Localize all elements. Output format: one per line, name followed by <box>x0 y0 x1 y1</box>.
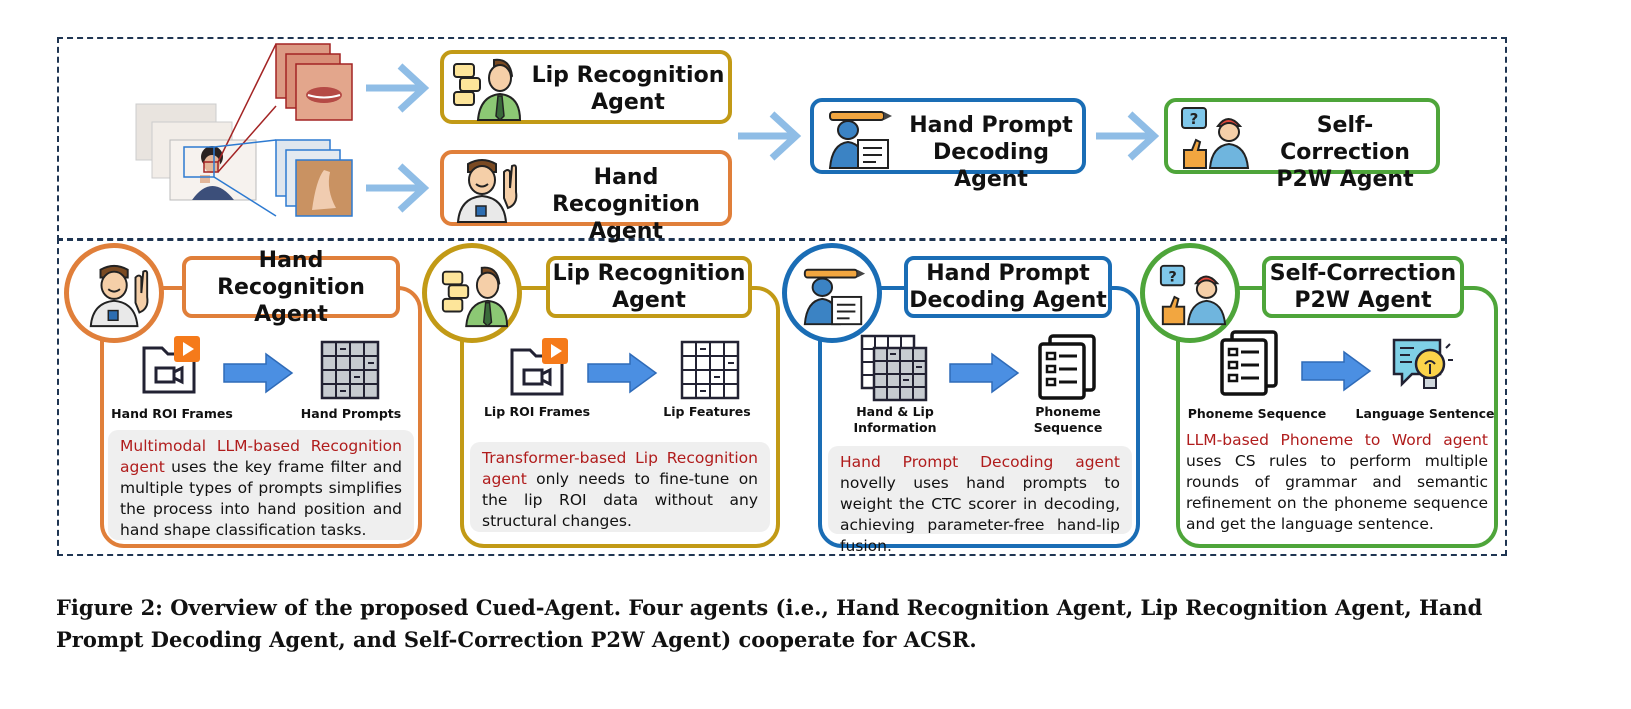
panel-p2w-title-line1: Self-Correction <box>1269 261 1457 286</box>
p2w-agent-avatar-icon: ? <box>1159 264 1227 326</box>
lip-agent-person-icon <box>453 58 522 122</box>
top-decoding-agent-title-line1: Hand Prompt <box>909 113 1073 138</box>
p2w-description: LLM-based Phoneme to Word agent uses CS … <box>1180 428 1494 536</box>
hand-desc-highlight: Multimodal LLM-based Recognition agent <box>120 437 402 476</box>
top-decoding-agent-box: Hand Prompt Decoding Agent <box>810 98 1086 192</box>
p2w-agent-person-icon: ? <box>1181 107 1250 169</box>
phoneme-sequence-doc-icon <box>1038 334 1096 400</box>
top-lip-agent-title-line2: Agent <box>591 90 665 115</box>
panel-hand-title-line2: Recognition Agent <box>217 274 365 327</box>
lip-desc-highlight: Transformer-based Lip Recognition agent <box>482 449 758 488</box>
top-lip-agent-box: Lip Recognition Agent <box>440 50 732 124</box>
top-hand-agent-box: Hand Recognition Agent <box>440 150 732 244</box>
decoding-agent-avatar-icon <box>803 268 866 326</box>
p2w-panel-arrow <box>1301 350 1372 392</box>
language-sentence-lightbulb-icon <box>1392 338 1453 389</box>
lip-panel-arrow <box>587 352 658 394</box>
panel-decoding-title-line2: Decoding Agent <box>909 288 1107 313</box>
video-folder-icon <box>142 336 200 394</box>
arrow-to-p2w-agent <box>1096 111 1160 161</box>
hand-prompt-decoding-description: Hand Prompt Decoding agent novelly uses … <box>828 446 1132 555</box>
hand-desc-text: uses the key frame filter and multiple t… <box>120 458 402 539</box>
hand-recognition-description: Multimodal LLM-based Recognition agent u… <box>108 430 414 540</box>
language-sentence-label: Language Sentence <box>1355 406 1495 421</box>
panel-lip-title-line2: Agent <box>612 288 686 313</box>
lip-desc-text: only needs to fine-tune on the lip ROI d… <box>482 470 758 530</box>
top-hand-agent-title-line1: Hand <box>593 165 659 190</box>
arrow-to-decoding-agent <box>738 111 802 161</box>
video-frames-illustration <box>135 43 353 217</box>
top-hand-agent-title-line2: Recognition Agent <box>552 192 700 244</box>
lip-features-label: Lip Features <box>663 404 751 419</box>
hand-lip-info-line1: Hand & Lip <box>856 404 934 419</box>
figure-caption: Figure 2: Overview of the proposed Cued-… <box>56 595 1483 652</box>
lip-video-folder-icon <box>510 338 568 396</box>
p2w-desc-highlight: LLM-based Phoneme to Word agent <box>1186 431 1488 449</box>
hand-prompts-label: Hand Prompts <box>300 406 402 421</box>
top-decoding-agent-title-line2: Decoding Agent <box>932 140 1050 192</box>
hand-lip-grids-icon <box>860 334 928 402</box>
top-lip-agent-title-line1: Lip Recognition <box>531 63 725 88</box>
lip-agent-avatar-icon <box>441 266 509 328</box>
top-p2w-agent-title-line2: P2W Agent <box>1276 167 1414 192</box>
phoneme-seq-line2: Sequence <box>1033 420 1103 435</box>
hand-lip-info-line2: Information <box>853 420 937 435</box>
panel-decoding-title: Hand Prompt Decoding Agent <box>904 256 1112 318</box>
panel-hand-title-line1: Hand <box>258 247 324 273</box>
phoneme-sequence-input-label: Phoneme Sequence <box>1187 406 1327 421</box>
decoding-desc-highlight: Hand Prompt Decoding agent <box>840 453 1120 471</box>
panel-p2w-title-line2: P2W Agent <box>1294 288 1432 313</box>
top-p2w-agent-title-line1: Self-Correction <box>1280 113 1410 165</box>
p2w-desc-text: uses CS rules to perform multiple rounds… <box>1186 452 1488 533</box>
decoding-agent-person-icon <box>828 111 892 169</box>
arrow-to-hand-agent <box>366 163 430 213</box>
decoding-panel-arrow <box>949 352 1020 394</box>
hand-panel-arrow <box>223 352 294 394</box>
panel-hand-recognition-avatar <box>64 243 164 343</box>
panel-lip-title-line1: Lip Recognition <box>552 261 746 286</box>
top-p2w-agent-box: ? Self-Correction P2W Agent <box>1164 98 1440 192</box>
lip-roi-frames-label: Lip ROI Frames <box>483 404 591 419</box>
lip-recognition-description: Transformer-based Lip Recognition agent … <box>470 442 770 532</box>
hand-lip-information-label: Hand & Lip Information <box>840 404 950 436</box>
hand-roi-frames-label: Hand ROI Frames <box>111 406 233 421</box>
hand-agent-avatar-icon <box>89 264 149 328</box>
arrow-to-lip-agent <box>366 63 430 113</box>
lip-features-grid-icon <box>680 340 740 400</box>
panel-lip-recognition-title: Lip Recognition Agent <box>546 256 752 318</box>
panel-p2w-title: Self-Correction P2W Agent <box>1262 256 1464 318</box>
phoneme-sequence-input-doc-icon <box>1220 330 1278 396</box>
panel-decoding-title-line1: Hand Prompt <box>926 261 1090 286</box>
phoneme-sequence-output-label: Phoneme Sequence <box>1020 404 1116 436</box>
panel-decoding-avatar <box>782 243 882 343</box>
panel-p2w-avatar: ? <box>1140 243 1240 343</box>
panel-hand-recognition-title: Hand Recognition Agent <box>182 248 400 327</box>
panel-lip-recognition-avatar <box>422 243 522 343</box>
phoneme-seq-line1: Phoneme <box>1035 404 1101 419</box>
svg-text:?: ? <box>1190 110 1199 128</box>
svg-text:?: ? <box>1168 268 1176 285</box>
top-section-frame <box>57 37 1507 241</box>
hand-agent-person-icon <box>456 159 518 223</box>
bottom-section-frame <box>57 238 1507 556</box>
hand-prompts-grid-icon <box>320 340 380 400</box>
decoding-desc-text: novelly uses hand prompts to weight the … <box>840 474 1120 555</box>
